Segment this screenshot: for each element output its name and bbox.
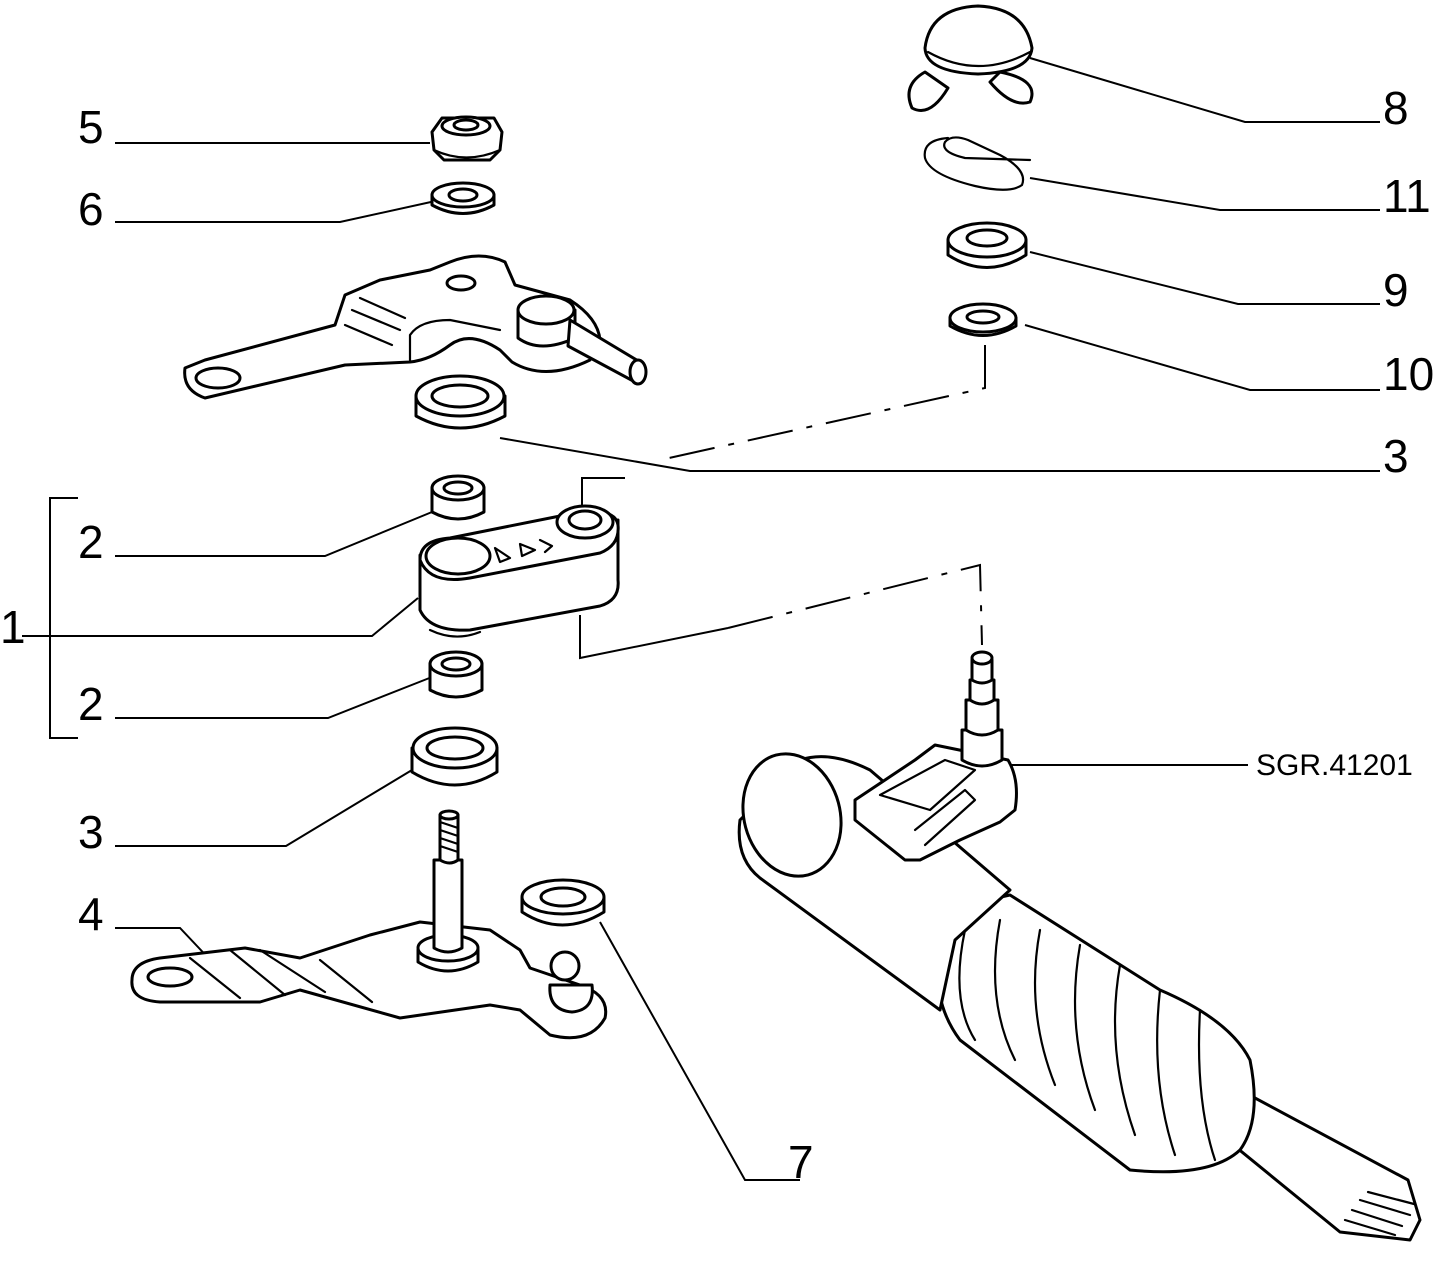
callout-6: 6 bbox=[78, 183, 104, 235]
callout-7: 7 bbox=[788, 1136, 814, 1188]
selector-rod-assembly bbox=[737, 650, 1422, 1242]
callout-10: 10 bbox=[1383, 348, 1434, 400]
nut-part-5 bbox=[430, 115, 504, 162]
callout-9: 9 bbox=[1383, 264, 1409, 316]
bushing-part-2-lower bbox=[428, 650, 484, 699]
callout-11: 11 bbox=[1383, 170, 1431, 222]
upper-selector-lever bbox=[183, 254, 648, 400]
leader-lines bbox=[22, 57, 1380, 1181]
reference-code: SGR.41201 bbox=[1256, 749, 1413, 782]
callout-8: 8 bbox=[1383, 82, 1409, 134]
callout-5: 5 bbox=[78, 101, 104, 153]
ring-part-9 bbox=[946, 221, 1028, 269]
assembly-axis-lines bbox=[659, 345, 986, 646]
callout-1: 1 bbox=[0, 601, 26, 653]
bushing-part-3-upper bbox=[414, 374, 507, 430]
callout-3-lower: 3 bbox=[78, 806, 104, 858]
bushing-part-3-lower bbox=[410, 726, 499, 787]
callout-4: 4 bbox=[78, 888, 104, 940]
washer-part-6 bbox=[430, 181, 496, 215]
cap-part-8 bbox=[907, 4, 1034, 112]
callout-labels: 5 6 2 1 2 3 4 7 8 11 9 10 3 SGR.41201 bbox=[0, 82, 1434, 1188]
callout-2-lower: 2 bbox=[78, 678, 104, 730]
rubber-bush-part-7 bbox=[520, 878, 606, 927]
link-arm-part-1 bbox=[418, 504, 620, 638]
washer-part-10 bbox=[948, 302, 1018, 337]
base-plate-part-4 bbox=[130, 809, 608, 1040]
bushing-part-2-upper bbox=[430, 474, 486, 521]
callout-2-upper: 2 bbox=[78, 516, 104, 568]
callout-3-upper: 3 bbox=[1383, 430, 1409, 482]
spring-clip-part-11 bbox=[923, 136, 1032, 191]
